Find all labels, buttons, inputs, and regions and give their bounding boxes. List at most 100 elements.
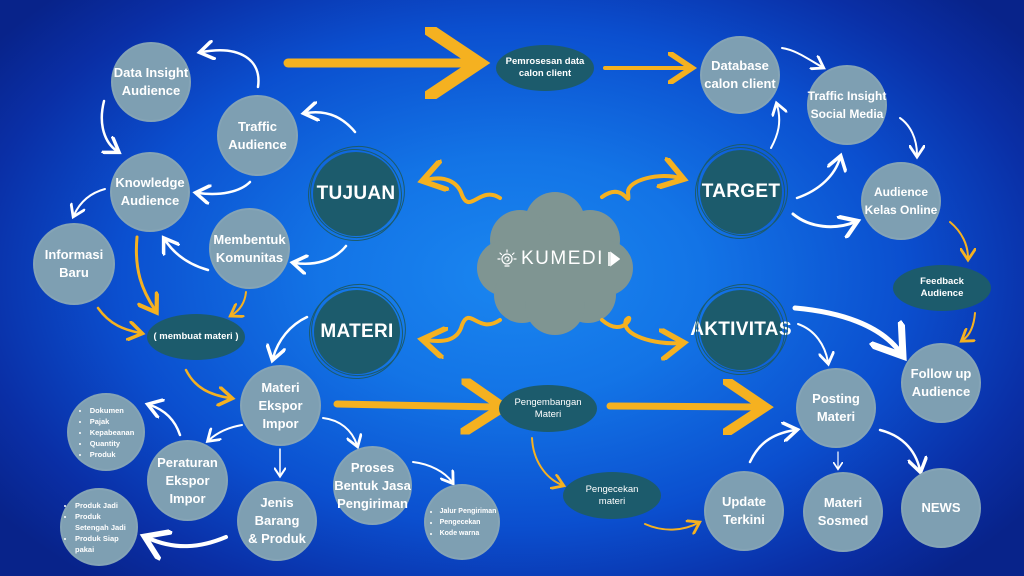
node-database-calon-client[interactable]: Database calon client <box>700 36 780 114</box>
node-proses-bentuk-jasa-pengiriman[interactable]: Proses Bentuk Jasa Pengiriman <box>333 446 412 525</box>
jenis-items: Produk Jadi Produk Setengah Jadi Produk … <box>63 500 135 555</box>
node-jenis-barang-produk[interactable]: Jenis Barang & Produk <box>237 481 317 561</box>
lightbulb-spiral-icon <box>497 249 517 267</box>
list-item: Produk Siap pakai <box>75 533 135 555</box>
arrow-posting-to-news <box>878 428 920 470</box>
arrow-komunitas-to-membuat <box>232 291 247 315</box>
arrow-jenis-to-list <box>148 537 228 546</box>
list-item: Kepabeanan <box>90 427 135 438</box>
arrow-peraturan-to-list <box>150 405 182 437</box>
node-label: Materi Sosmed <box>817 495 869 528</box>
center-cloud <box>477 192 633 335</box>
proses-items: Jalur Pengiriman Pengecekan Kode warna <box>428 506 497 539</box>
loop-arrow-aktivitas <box>600 316 680 343</box>
arrow-datainsight-to-knowledge <box>100 99 117 151</box>
node-knowledge-audience[interactable]: Knowledge Audience <box>110 152 190 232</box>
node-data-insight-audience[interactable]: Data Insight Audience <box>111 42 191 122</box>
arrow-target-to-traffic-insight <box>795 158 840 200</box>
list-item: Quantity <box>90 438 135 449</box>
arrow-aktivitas-to-followup <box>792 305 900 352</box>
hub-aktivitas[interactable]: AKTIVITAS <box>690 290 791 370</box>
node-label: Update Terkini <box>721 494 767 527</box>
arrow-traffic-to-knowledge <box>198 180 252 194</box>
arrow-materi-to-ekspor <box>273 315 309 358</box>
node-label: Audience Kelas Online <box>864 185 938 217</box>
list-item: Jalur Pengiriman <box>440 506 497 517</box>
arrow-kelas-to-feedback <box>949 221 968 258</box>
loop-arrow-tujuan <box>426 178 502 204</box>
node-peraturan-ekspor-impor[interactable]: Peraturan Ekspor Impor <box>147 440 228 521</box>
node-news[interactable]: NEWS <box>901 468 981 548</box>
arrow-knowledge-to-informasi <box>74 188 106 215</box>
node-pemrosesan-data[interactable]: Pemrosesan data calon client <box>496 45 594 91</box>
node-materi-ekspor-impor[interactable]: Materi Ekspor Impor <box>240 365 321 446</box>
peraturan-items: Dokumen Pajak Kepabeanan Quantity Produk <box>78 405 135 460</box>
arrow-target-to-kelas <box>791 212 855 227</box>
node-label: Materi Ekspor Impor <box>258 379 303 431</box>
node-traffic-insight-social-media[interactable]: Traffic Insight Social Media <box>807 65 887 145</box>
loop-arrow-materi <box>426 316 502 341</box>
list-item: Pengecekan <box>440 517 497 528</box>
arrow-proses-to-list <box>412 461 452 482</box>
play-triangle-icon <box>608 251 620 267</box>
arrow-target-to-database <box>770 105 779 149</box>
node-label: Pengembangan Materi <box>514 396 582 420</box>
hub-aktivitas-label: AKTIVITAS <box>690 319 792 340</box>
node-pengembangan-materi[interactable]: Pengembangan Materi <box>499 385 597 432</box>
node-informasi-baru[interactable]: Informasi Baru <box>33 223 115 305</box>
node-label: Proses Bentuk Jasa Pengiriman <box>334 459 411 511</box>
hub-target[interactable]: TARGET <box>700 150 782 234</box>
arrow-database-to-traffic-insight <box>781 47 822 67</box>
arrow-feedback-to-followup <box>963 312 976 340</box>
node-membuat-materi[interactable]: ( membuat materi ) <box>147 314 245 360</box>
node-label: ( membuat materi ) <box>153 331 239 342</box>
arrow-informasi-to-membuat <box>96 306 140 333</box>
node-jenis-list: Produk Jadi Produk Setengah Jadi Produk … <box>60 488 138 566</box>
arrow-membuat-to-ekspor <box>184 368 230 398</box>
node-label: Follow up Audience <box>910 366 972 399</box>
node-label: Database calon client <box>704 58 776 91</box>
loop-arrow-target <box>600 176 680 201</box>
list-item: Pajak <box>90 416 135 427</box>
hub-materi-label: MATERI <box>320 321 394 342</box>
arrow-update-to-posting <box>748 430 795 464</box>
hub-target-label: TARGET <box>701 181 781 202</box>
arrow-to-pengembangan <box>333 404 496 407</box>
arrow-pengecekan-to-update <box>644 523 698 530</box>
logo-text: KUMEDI <box>521 248 604 269</box>
hub-tujuan[interactable]: TUJUAN <box>313 152 399 236</box>
node-feedback-audience[interactable]: Feedback Audience <box>893 265 991 311</box>
node-label: Pemrosesan data calon client <box>505 56 585 79</box>
node-update-terkini[interactable]: Update Terkini <box>704 471 784 551</box>
list-item: Produk <box>90 449 135 460</box>
node-pengecekan-materi[interactable]: Pengecekan materi <box>563 472 661 519</box>
node-label: Data Insight Audience <box>113 65 189 98</box>
node-membentuk-komunitas[interactable]: Membentuk Komunitas <box>209 208 290 289</box>
node-label: NEWS <box>921 500 961 515</box>
node-peraturan-list: Dokumen Pajak Kepabeanan Quantity Produk <box>67 393 145 471</box>
list-item: Dokumen <box>90 405 135 416</box>
node-traffic-audience[interactable]: Traffic Audience <box>217 95 298 176</box>
hub-tujuan-label: TUJUAN <box>316 183 396 204</box>
node-audience-kelas-online[interactable]: Audience Kelas Online <box>861 162 941 240</box>
arrow-komunitas-to-knowledge <box>165 240 210 272</box>
list-item: Kode warna <box>440 528 497 539</box>
node-proses-list: Jalur Pengiriman Pengecekan Kode warna <box>424 484 500 560</box>
arrow-knowledge-to-membuat <box>134 235 155 310</box>
node-label: Pengecekan materi <box>585 483 639 507</box>
node-label: Jenis Barang & Produk <box>248 495 306 546</box>
kumedia-logo: KUMEDI <box>497 248 620 270</box>
node-follow-up-audience[interactable]: Follow up Audience <box>901 343 981 423</box>
arrow-to-posting <box>606 406 758 407</box>
node-posting-materi[interactable]: Posting Materi <box>796 368 876 448</box>
arrow-traffic-insight-to-kelas <box>899 117 917 155</box>
node-materi-sosmed[interactable]: Materi Sosmed <box>803 472 883 552</box>
node-label: Knowledge Audience <box>115 175 185 208</box>
hub-materi[interactable]: MATERI <box>314 290 400 374</box>
list-item: Produk Setengah Jadi <box>75 511 135 533</box>
list-item: Produk Jadi <box>75 500 135 511</box>
node-label: Posting Materi <box>812 391 860 424</box>
node-label: Membentuk Komunitas <box>213 231 286 265</box>
arrow-ekspor-to-proses <box>322 417 357 445</box>
